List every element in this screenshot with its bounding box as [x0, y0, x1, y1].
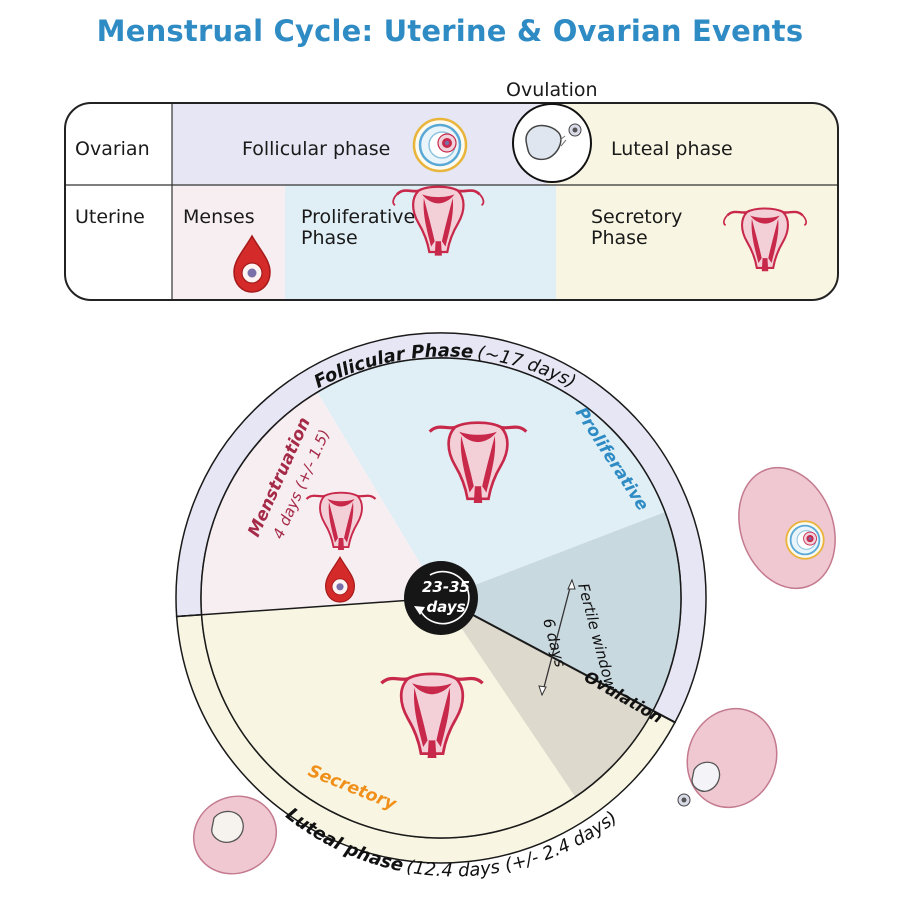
ovulated-egg-icon	[525, 123, 582, 161]
follicular-cell-bg	[172, 103, 547, 185]
ovulated-egg-icon	[677, 761, 721, 807]
uterine-row-label: Uterine	[75, 206, 145, 228]
ovary-icon	[686, 707, 778, 809]
menses-label: Menses	[183, 206, 255, 228]
page-title: Menstrual Cycle: Uterine & Ovarian Event…	[96, 14, 804, 48]
phase-divider	[440, 597, 676, 724]
inner-circle	[200, 357, 682, 839]
cycle-length-unit: days	[426, 598, 465, 616]
ovarian-row-label: Ovarian	[75, 138, 150, 160]
fertile-window-arrow	[538, 578, 576, 697]
fertile-window-sector	[441, 511, 681, 711]
secretory-sector	[201, 598, 576, 838]
ovulation-label: Ovulation	[506, 79, 598, 101]
corpus-luteum-icon	[211, 810, 244, 843]
luteal-phase-label: Luteal phase	[611, 138, 733, 160]
secretory-phase-label-1: Secretory	[591, 206, 683, 228]
proliferative-phase-label-1: Proliferative	[301, 206, 416, 228]
secretory-cell-bg	[556, 185, 838, 300]
ovulation-sector	[441, 598, 653, 797]
cycle-length-number: 23-35	[422, 578, 470, 596]
secretory-phase-label-2: Phase	[591, 227, 648, 249]
cycle-arrow-icon	[419, 570, 470, 625]
phase-divider	[176, 597, 442, 618]
follicular-phase-label: Follicular phase	[242, 138, 391, 160]
cycle-length-badge	[404, 561, 478, 635]
proliferative-phase-label-2: Phase	[301, 227, 358, 249]
luteal-cell-bg	[547, 103, 838, 185]
follicle-icon	[785, 520, 825, 560]
ovary-icon	[738, 466, 836, 590]
